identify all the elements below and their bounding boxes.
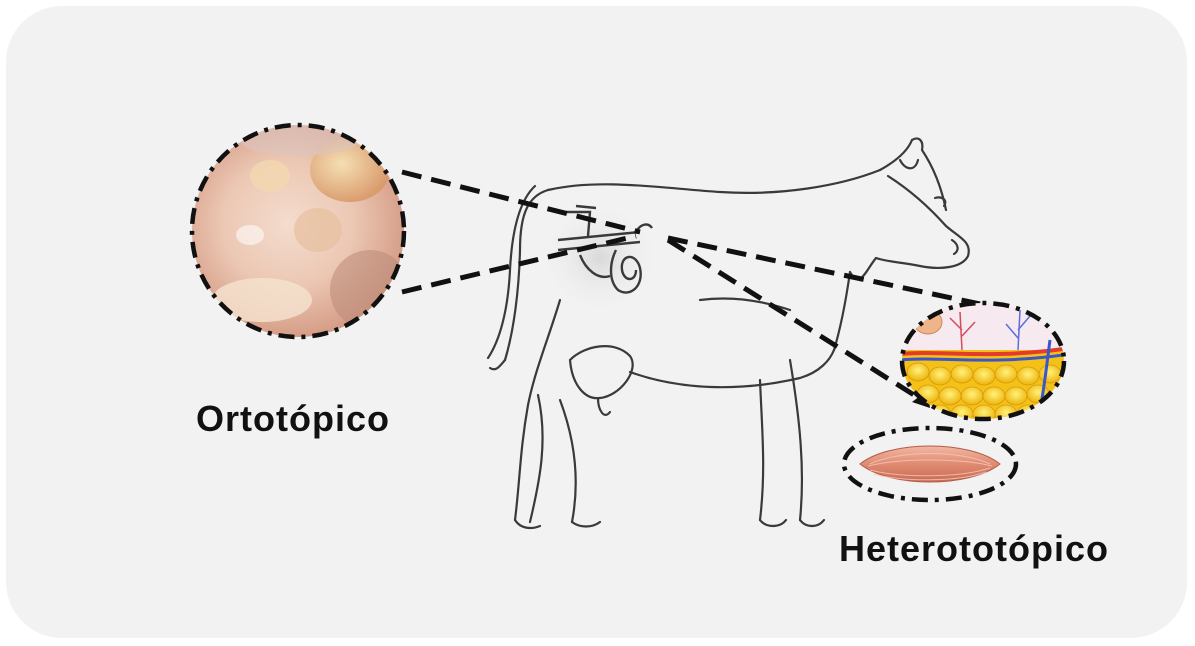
connector-lines <box>402 172 980 400</box>
subcutaneous-inset <box>900 300 1070 430</box>
orthotopic-inset <box>180 120 420 350</box>
muscle-inset <box>844 428 1016 500</box>
reproductive-tract-diagram <box>538 200 662 316</box>
orthotopic-label: Ortotópico <box>196 398 390 440</box>
heterotopic-label: Heterototópico <box>839 528 1109 570</box>
connector-fat <box>668 238 980 304</box>
